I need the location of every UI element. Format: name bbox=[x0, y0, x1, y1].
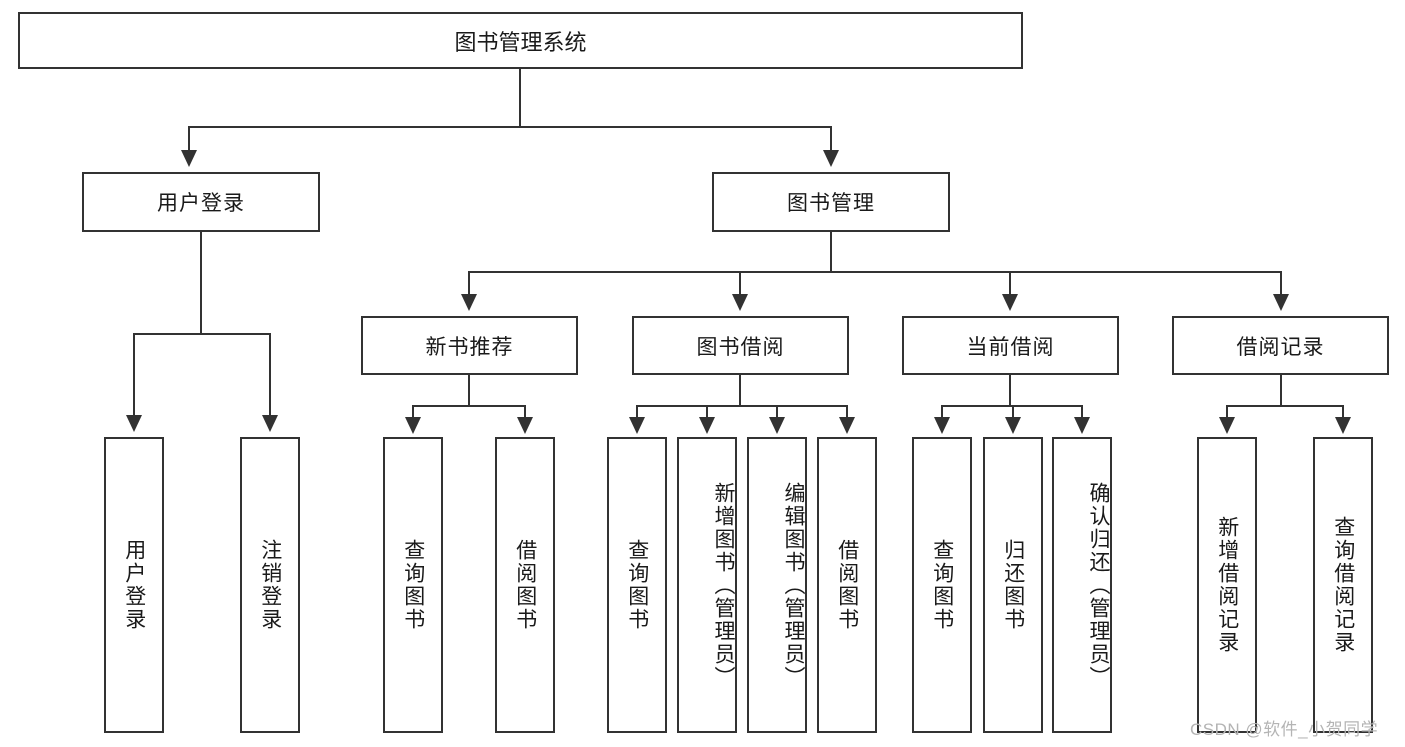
connector-book-mgmt-to-current bbox=[1009, 271, 1011, 296]
node-root-system-label: 图书管理系统 bbox=[454, 29, 587, 55]
connector-book-borrow-leaf2 bbox=[706, 405, 708, 419]
node-new-book-recommend[interactable]: 新书推荐 bbox=[361, 316, 578, 375]
arrowhead-borrow-records-leaf2 bbox=[1335, 417, 1351, 434]
connector-current-borrow-leaf1 bbox=[941, 405, 943, 419]
arrowhead-book-mgmt-to-borrow bbox=[732, 294, 748, 311]
leaf-query-books-recommend-label: 查询图书 bbox=[401, 539, 425, 631]
leaf-query-borrow-record[interactable]: 查询借阅记录 bbox=[1313, 437, 1373, 733]
node-new-book-recommend-label: 新书推荐 bbox=[425, 335, 514, 359]
connector-book-mgmt-to-borrow bbox=[739, 271, 741, 296]
leaf-add-borrow-record[interactable]: 新增借阅记录 bbox=[1197, 437, 1257, 733]
connector-user-login-bar bbox=[133, 333, 269, 335]
leaf-edit-book-admin[interactable]: 编辑图书（管理员） bbox=[747, 437, 807, 733]
node-borrow-records-label: 借阅记录 bbox=[1236, 335, 1325, 359]
connector-borrow-records-leaf1 bbox=[1226, 405, 1228, 419]
arrowhead-book-mgmt-to-new-book bbox=[461, 294, 477, 311]
arrowhead-user-login-leaf1 bbox=[126, 415, 142, 432]
connector-new-book-bar bbox=[412, 405, 526, 407]
arrowhead-book-borrow-leaf1 bbox=[629, 417, 645, 434]
arrowhead-root-to-user-login bbox=[181, 150, 197, 167]
connector-new-book-stem bbox=[468, 375, 470, 406]
connector-new-book-leaf2 bbox=[524, 405, 526, 419]
leaf-query-borrow-record-label: 查询借阅记录 bbox=[1331, 516, 1355, 654]
arrowhead-new-book-leaf2 bbox=[517, 417, 533, 434]
connector-borrow-records-leaf2 bbox=[1342, 405, 1344, 419]
leaf-add-borrow-record-label: 新增借阅记录 bbox=[1215, 516, 1239, 654]
arrowhead-current-borrow-leaf2 bbox=[1005, 417, 1021, 434]
connector-book-borrow-leaf4 bbox=[846, 405, 848, 419]
node-borrow-records[interactable]: 借阅记录 bbox=[1172, 316, 1389, 375]
leaf-return-books[interactable]: 归还图书 bbox=[983, 437, 1043, 733]
connector-root-to-book-mgmt bbox=[830, 126, 832, 152]
connector-user-login-stem bbox=[200, 232, 202, 334]
node-current-borrow-label: 当前借阅 bbox=[966, 335, 1055, 359]
leaf-borrow-books-recommend[interactable]: 借阅图书 bbox=[495, 437, 555, 733]
arrowhead-root-to-book-mgmt bbox=[823, 150, 839, 167]
node-book-borrow-label: 图书借阅 bbox=[696, 335, 785, 359]
connector-root-stem bbox=[519, 69, 521, 127]
connector-book-borrow-leaf1 bbox=[636, 405, 638, 419]
connector-borrow-records-bar bbox=[1226, 405, 1344, 407]
leaf-add-book-admin[interactable]: 新增图书（管理员） bbox=[677, 437, 737, 733]
connector-book-borrow-leaf3 bbox=[776, 405, 778, 419]
arrowhead-current-borrow-leaf1 bbox=[934, 417, 950, 434]
node-book-borrow[interactable]: 图书借阅 bbox=[632, 316, 849, 375]
arrowhead-current-borrow-leaf3 bbox=[1074, 417, 1090, 434]
leaf-borrow-books-borrow[interactable]: 借阅图书 bbox=[817, 437, 877, 733]
arrowhead-book-mgmt-to-records bbox=[1273, 294, 1289, 311]
arrowhead-book-borrow-leaf3 bbox=[769, 417, 785, 434]
connector-user-login-leaf1 bbox=[133, 333, 135, 417]
arrowhead-borrow-records-leaf1 bbox=[1219, 417, 1235, 434]
leaf-user-login-label: 用户登录 bbox=[122, 539, 146, 631]
leaf-borrow-books-borrow-label: 借阅图书 bbox=[835, 539, 859, 631]
leaf-edit-book-admin-label: 编辑图书（管理员） bbox=[782, 481, 805, 689]
arrowhead-book-borrow-leaf4 bbox=[839, 417, 855, 434]
arrowhead-book-borrow-leaf2 bbox=[699, 417, 715, 434]
leaf-confirm-return-admin[interactable]: 确认归还（管理员） bbox=[1052, 437, 1112, 733]
leaf-confirm-return-admin-label: 确认归还（管理员） bbox=[1087, 481, 1110, 689]
node-book-management-label: 图书管理 bbox=[787, 192, 875, 215]
node-current-borrow[interactable]: 当前借阅 bbox=[902, 316, 1119, 375]
node-root-system[interactable]: 图书管理系统 bbox=[18, 12, 1023, 69]
leaf-borrow-books-recommend-label: 借阅图书 bbox=[513, 539, 537, 631]
leaf-query-books-recommend[interactable]: 查询图书 bbox=[383, 437, 443, 733]
watermark-text: CSDN @软件_小贺同学 bbox=[1190, 720, 1379, 739]
leaf-return-books-label: 归还图书 bbox=[1001, 539, 1025, 631]
leaf-query-books-current-label: 查询图书 bbox=[930, 539, 954, 631]
arrowhead-user-login-leaf2 bbox=[262, 415, 278, 432]
connector-book-mgmt-bar bbox=[468, 271, 1282, 273]
connector-book-mgmt-to-new-book bbox=[468, 271, 470, 296]
connector-new-book-leaf1 bbox=[412, 405, 414, 419]
connector-user-login-leaf2 bbox=[269, 333, 271, 417]
connector-current-borrow-leaf3 bbox=[1081, 405, 1083, 419]
connector-root-bar bbox=[188, 126, 832, 128]
leaf-logout[interactable]: 注销登录 bbox=[240, 437, 300, 733]
arrowhead-new-book-leaf1 bbox=[405, 417, 421, 434]
connector-book-borrow-stem bbox=[739, 375, 741, 406]
node-user-login-label: 用户登录 bbox=[157, 192, 245, 215]
leaf-user-login[interactable]: 用户登录 bbox=[104, 437, 164, 733]
connector-root-to-user-login bbox=[188, 126, 190, 152]
leaf-query-books-borrow-label: 查询图书 bbox=[625, 539, 649, 631]
leaf-add-book-admin-label: 新增图书（管理员） bbox=[712, 481, 735, 689]
leaf-query-books-current[interactable]: 查询图书 bbox=[912, 437, 972, 733]
connector-book-mgmt-stem bbox=[830, 232, 832, 272]
connector-current-borrow-stem bbox=[1009, 375, 1011, 406]
arrowhead-book-mgmt-to-current bbox=[1002, 294, 1018, 311]
leaf-logout-label: 注销登录 bbox=[258, 539, 282, 631]
connector-book-borrow-bar bbox=[636, 405, 848, 407]
node-book-management[interactable]: 图书管理 bbox=[712, 172, 950, 232]
connector-current-borrow-leaf2 bbox=[1012, 405, 1014, 419]
node-user-login[interactable]: 用户登录 bbox=[82, 172, 320, 232]
leaf-query-books-borrow[interactable]: 查询图书 bbox=[607, 437, 667, 733]
connector-borrow-records-stem bbox=[1280, 375, 1282, 406]
connector-book-mgmt-to-records bbox=[1280, 271, 1282, 296]
